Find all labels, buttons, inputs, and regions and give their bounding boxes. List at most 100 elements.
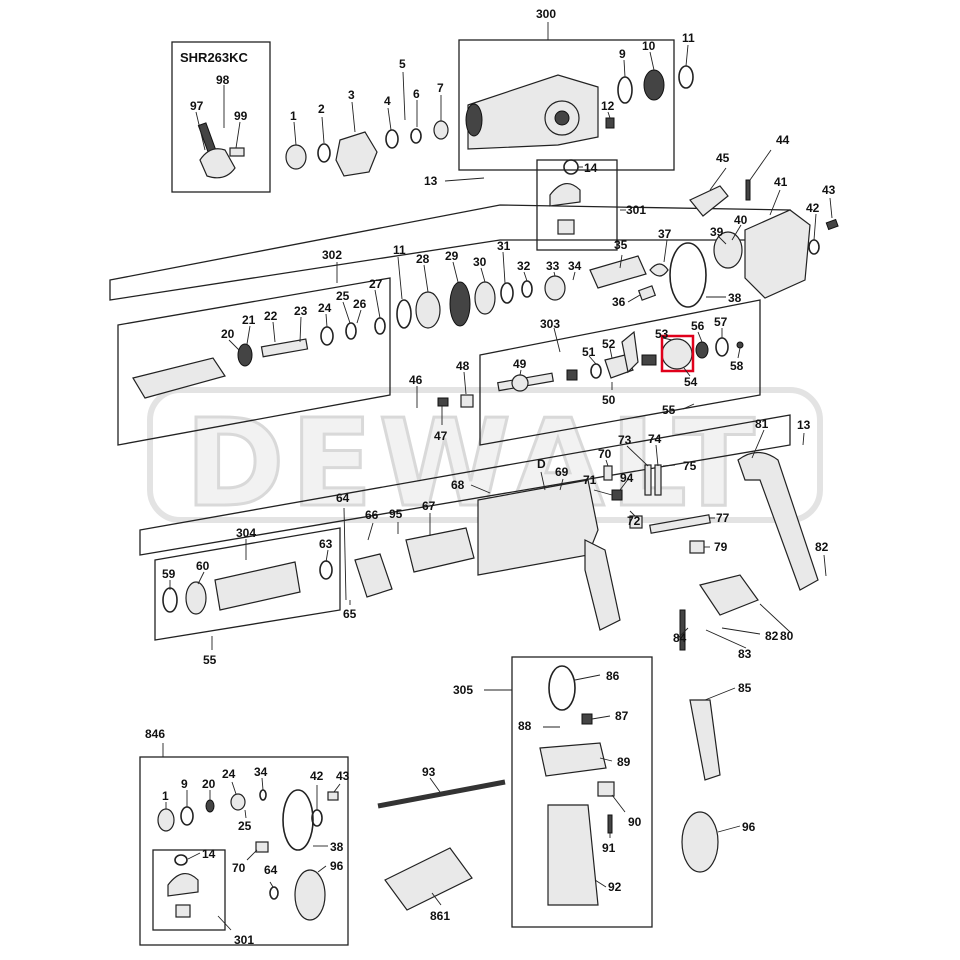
- callout-99: 99: [234, 109, 248, 123]
- callout-59: 59: [162, 567, 176, 581]
- callout-53: 53: [655, 327, 669, 341]
- callout-26: 26: [353, 297, 367, 311]
- parts: [132, 65, 839, 921]
- callout-67: 67: [422, 499, 436, 513]
- callout-38: 38: [728, 291, 742, 305]
- callout-46: 46: [409, 373, 423, 387]
- callout-44: 44: [776, 133, 790, 147]
- callout-301: 301: [626, 203, 646, 217]
- callout-13: 13: [797, 418, 811, 432]
- callout-35: 35: [614, 238, 628, 252]
- callout-3: 3: [348, 88, 355, 102]
- callout-42: 42: [806, 201, 820, 215]
- callout-10: 10: [642, 39, 656, 53]
- highlight-box-part-53: [660, 334, 695, 373]
- callout-68: 68: [451, 478, 465, 492]
- callout-69: 69: [555, 465, 569, 479]
- callout-846: 846: [145, 727, 165, 741]
- callout-24: 24: [318, 301, 332, 315]
- callout-28: 28: [416, 252, 430, 266]
- callout-87: 87: [615, 709, 629, 723]
- callout-77: 77: [716, 511, 730, 525]
- inset-shr263kc-frame: [171, 41, 271, 193]
- callout-66: 66: [365, 508, 379, 522]
- callout-71: 71: [583, 473, 597, 487]
- callout-23: 23: [294, 304, 308, 318]
- callout-70: 70: [598, 447, 612, 461]
- callout-45: 45: [716, 151, 730, 165]
- callout-27: 27: [369, 277, 383, 291]
- callout-25: 25: [238, 819, 252, 833]
- callout-57: 57: [714, 315, 728, 329]
- callout-92: 92: [608, 880, 622, 894]
- callout-82: 82: [815, 540, 829, 554]
- callout-70: 70: [232, 861, 246, 875]
- service-kit-icon: [157, 789, 339, 921]
- callout-30: 30: [473, 255, 487, 269]
- gear-housing-icon: [465, 65, 694, 150]
- callout-74: 74: [648, 432, 662, 446]
- callout-79: 79: [714, 540, 728, 554]
- callout-1: 1: [162, 789, 169, 803]
- callout-21: 21: [242, 313, 256, 327]
- callout-33: 33: [546, 259, 560, 273]
- callout-20: 20: [221, 327, 235, 341]
- callout-84: 84: [673, 631, 687, 645]
- frame-302: [117, 277, 391, 446]
- frame-304: [154, 527, 341, 641]
- callout-73: 73: [618, 433, 632, 447]
- bit-case-icon: [384, 847, 473, 911]
- callout-4: 4: [384, 94, 391, 108]
- callout-60: 60: [196, 559, 210, 573]
- callout-5: 5: [399, 57, 406, 71]
- depth-rod-icon: [377, 779, 506, 809]
- callout-55: 55: [662, 403, 676, 417]
- callout-22: 22: [264, 309, 278, 323]
- callout-11: 11: [393, 243, 406, 257]
- callout-85: 85: [738, 681, 752, 695]
- callout-11: 11: [682, 31, 695, 45]
- inset-title-shr263kc: SHR263KC: [180, 50, 249, 65]
- callout-51: 51: [582, 345, 596, 359]
- callout-7: 7: [437, 81, 444, 95]
- callout-50: 50: [602, 393, 616, 407]
- callout-36: 36: [612, 295, 626, 309]
- callout-43: 43: [336, 769, 350, 783]
- callout-34: 34: [254, 765, 268, 779]
- callout-14: 14: [584, 161, 598, 175]
- rear-handle-icon: [679, 451, 819, 781]
- callout-98: 98: [216, 73, 230, 87]
- callout-96: 96: [742, 820, 756, 834]
- frame-303: [479, 299, 761, 446]
- callout-1: 1: [290, 109, 297, 123]
- callout-96: 96: [330, 859, 344, 873]
- callout-31: 31: [497, 239, 511, 253]
- callout-41: 41: [774, 175, 788, 189]
- callout-65: 65: [343, 607, 357, 621]
- callout-64: 64: [336, 491, 350, 505]
- callout-88: 88: [518, 719, 532, 733]
- callout-81: 81: [755, 417, 769, 431]
- callout-24: 24: [222, 767, 236, 781]
- callout-40: 40: [734, 213, 748, 227]
- callout-6: 6: [413, 87, 420, 101]
- callout-43: 43: [822, 183, 836, 197]
- callout-75: 75: [683, 459, 697, 473]
- callout-93: 93: [422, 765, 436, 779]
- callout-12: 12: [601, 99, 615, 113]
- crank-cover-icon: [669, 179, 839, 308]
- frame-motor-band: [139, 414, 791, 556]
- callout-14: 14: [202, 847, 216, 861]
- callout-25: 25: [336, 289, 350, 303]
- callout-305: 305: [453, 683, 473, 697]
- callout-D: D: [537, 457, 546, 471]
- frame-846-301: [152, 849, 226, 931]
- callout-300: 300: [536, 7, 556, 21]
- callout-29: 29: [445, 249, 459, 263]
- callout-95: 95: [389, 507, 403, 521]
- callout-80: 80: [780, 629, 794, 643]
- callout-58: 58: [730, 359, 744, 373]
- callout-9: 9: [619, 47, 626, 61]
